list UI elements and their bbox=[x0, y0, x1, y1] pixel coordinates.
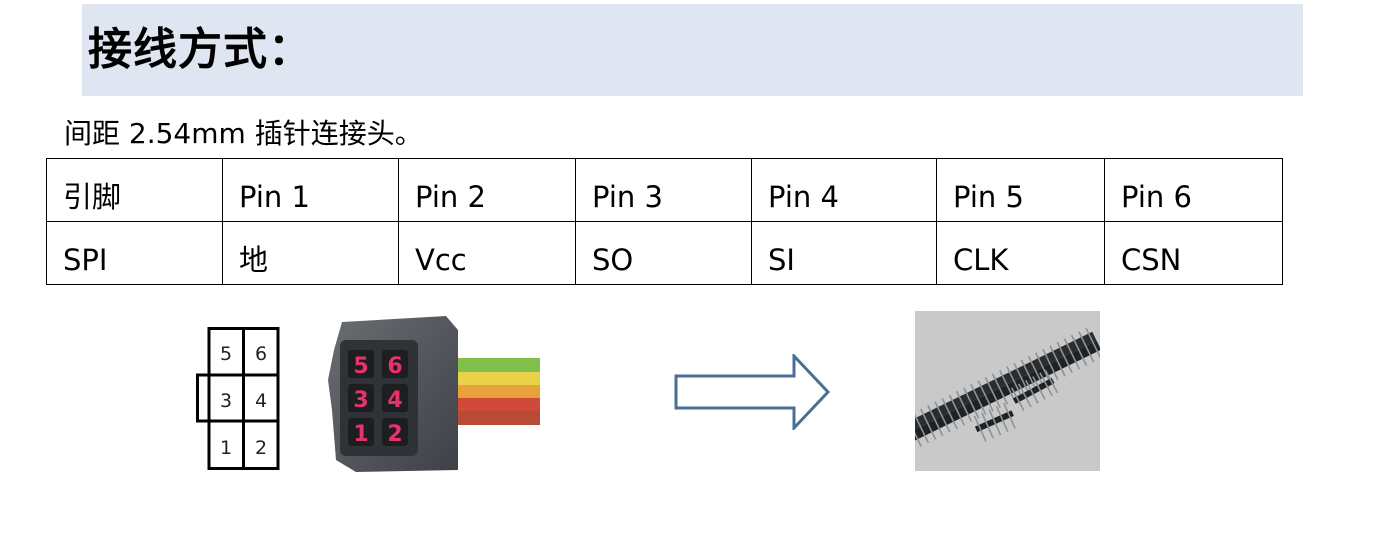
table-cell: CLK bbox=[936, 221, 1105, 285]
heading-band bbox=[82, 4, 1303, 96]
connector-pin-number: 4 bbox=[387, 388, 402, 413]
table-cell: Pin 6 bbox=[1104, 158, 1283, 222]
pin-layout-diagram: 5 6 3 4 1 2 bbox=[196, 327, 280, 470]
connector-pin-number: 5 bbox=[353, 354, 368, 379]
connector-pin-number: 3 bbox=[353, 388, 368, 413]
table-cell: Pin 4 bbox=[751, 158, 937, 222]
right-arrow-icon bbox=[674, 352, 834, 432]
pin-number: 1 bbox=[220, 437, 232, 459]
connector-pin-number: 6 bbox=[387, 354, 402, 379]
connector-pin-number: 1 bbox=[353, 422, 368, 447]
table-cell: 引脚 bbox=[46, 158, 223, 222]
table-cell: Pin 2 bbox=[398, 158, 576, 222]
table-cell: Pin 3 bbox=[575, 158, 752, 222]
pin-number: 3 bbox=[220, 390, 232, 412]
table-cell: Pin 1 bbox=[222, 158, 399, 222]
pin-number: 6 bbox=[255, 343, 267, 365]
table-cell: SI bbox=[751, 221, 937, 285]
table-cell: 地 bbox=[222, 221, 399, 285]
subtitle: 间距 2.54mm 插针连接头。 bbox=[64, 117, 423, 150]
pin-number: 2 bbox=[255, 437, 267, 459]
table-cell: Vcc bbox=[398, 221, 576, 285]
pin-number: 5 bbox=[220, 343, 232, 365]
table-header-row: 引脚 Pin 1 Pin 2 Pin 3 Pin 4 Pin 5 Pin 6 bbox=[46, 158, 1283, 222]
page-title: 接线方式： bbox=[88, 24, 313, 75]
table-cell: SO bbox=[575, 221, 752, 285]
connector-pin-number: 2 bbox=[387, 422, 402, 447]
table-cell: Pin 5 bbox=[936, 158, 1105, 222]
table-cell: CSN bbox=[1104, 221, 1283, 285]
table-row: SPI 地 Vcc SO SI CLK CSN bbox=[46, 221, 1283, 285]
table-cell: SPI bbox=[46, 221, 223, 285]
pin-header-photo bbox=[903, 311, 1102, 471]
pin-number: 4 bbox=[255, 390, 267, 412]
connector-photo: 5 6 3 4 1 2 bbox=[326, 310, 540, 490]
pin-table: 引脚 Pin 1 Pin 2 Pin 3 Pin 4 Pin 5 Pin 6 S… bbox=[46, 158, 1283, 285]
